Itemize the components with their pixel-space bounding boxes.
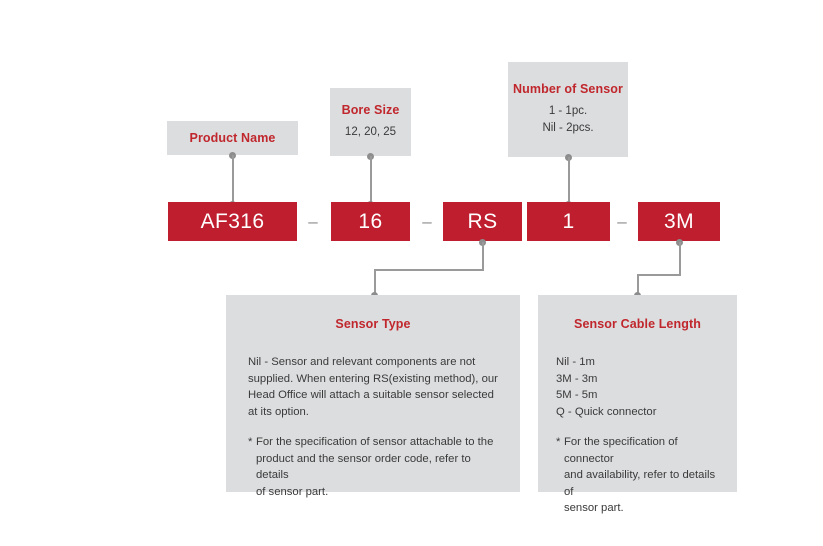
leader-line-sensor-type-vert-upper — [482, 242, 484, 270]
cable-option-nil: Nil - 1m — [556, 356, 595, 368]
note-line-3-cable-length: sensor part. — [564, 502, 624, 514]
code-chip-sensor-count[interactable]: 1 — [527, 202, 610, 241]
note-line-3-sensor-type: of sensor part. — [256, 485, 329, 498]
leader-line-sensor-type-vert-lower — [374, 269, 376, 295]
note-line-1-sensor-type: For the specification of sensor attachab… — [256, 436, 494, 448]
leader-line-product-name — [232, 155, 234, 204]
callout-bore-size-title: Bore Size — [341, 103, 400, 117]
callout-sensor-type: Sensor Type Nil - Sensor and relevant co… — [226, 295, 520, 498]
code-chip-cable-length-value: 3M — [664, 209, 694, 233]
callout-product-name: Product Name — [167, 121, 298, 155]
code-chip-sensor-type-value: RS — [467, 209, 498, 233]
callout-sensor-cable-length-title: Sensor Cable Length — [574, 317, 701, 331]
leader-line-cable-length-vert-upper — [679, 242, 681, 275]
callout-sensor-type-title: Sensor Type — [335, 317, 411, 331]
callout-sensor-cable-length-options: Nil - 1m 3M - 3m 5M - 5m Q - Quick conne… — [556, 354, 719, 420]
code-chip-sensor-count-value: 1 — [562, 209, 575, 233]
code-chip-product-name-value: AF316 — [200, 209, 265, 233]
callout-sensor-cable-length: Sensor Cable Length Nil - 1m 3M - 3m 5M … — [538, 295, 737, 514]
code-chip-bore-size[interactable]: 16 — [331, 202, 410, 241]
note-line-2-cable-length: and availability, refer to details of — [564, 469, 716, 498]
callout-sensor-cable-length-note: * For the specification of connector and… — [556, 434, 721, 517]
cable-option-q: Q - Quick connector — [556, 405, 657, 418]
separator-dash-2: – — [422, 212, 432, 231]
leader-line-cable-length-horiz — [637, 274, 681, 276]
callout-number-of-sensor-title: Number of Sensor — [513, 82, 623, 96]
note-marker-cable-length: * — [556, 436, 561, 448]
callout-sensor-type-paragraph: Nil - Sensor and relevant components are… — [248, 356, 498, 418]
code-chip-sensor-type[interactable]: RS — [443, 202, 522, 241]
callout-number-of-sensor: Number of Sensor 1 - 1pc. Nil - 2pcs. — [508, 62, 628, 157]
code-chip-cable-length[interactable]: 3M — [638, 202, 720, 241]
code-chip-bore-size-value: 16 — [358, 209, 383, 233]
option-2pcs: Nil - 2pcs. — [542, 122, 594, 134]
note-line-1-cable-length: For the specification of connector — [564, 436, 678, 465]
cable-option-5m: 5M - 5m — [556, 389, 598, 401]
leader-line-number-of-sensor — [568, 157, 570, 204]
leader-line-sensor-type-horiz — [374, 269, 484, 271]
note-marker-sensor-type: * — [248, 436, 253, 448]
cable-option-3m: 3M - 3m — [556, 372, 598, 385]
option-1pc: 1 - 1pc. — [548, 105, 588, 117]
leader-line-bore-size — [370, 156, 372, 204]
leader-line-cable-length-vert-lower — [637, 274, 639, 295]
callout-number-of-sensor-options: 1 - 1pc. Nil - 2pcs. — [508, 103, 628, 137]
callout-bore-size: Bore Size 12, 20, 25 — [330, 88, 411, 156]
separator-dash-3: – — [617, 212, 627, 231]
callout-product-name-title: Product Name — [189, 131, 276, 145]
callout-sensor-type-note: * For the specification of sensor attach… — [248, 434, 498, 500]
separator-dash-1: – — [308, 212, 318, 231]
note-line-2-sensor-type: product and the sensor order code, refer… — [256, 452, 471, 482]
callout-bore-size-options: 12, 20, 25 — [344, 126, 397, 138]
code-chip-product-name[interactable]: AF316 — [168, 202, 297, 241]
